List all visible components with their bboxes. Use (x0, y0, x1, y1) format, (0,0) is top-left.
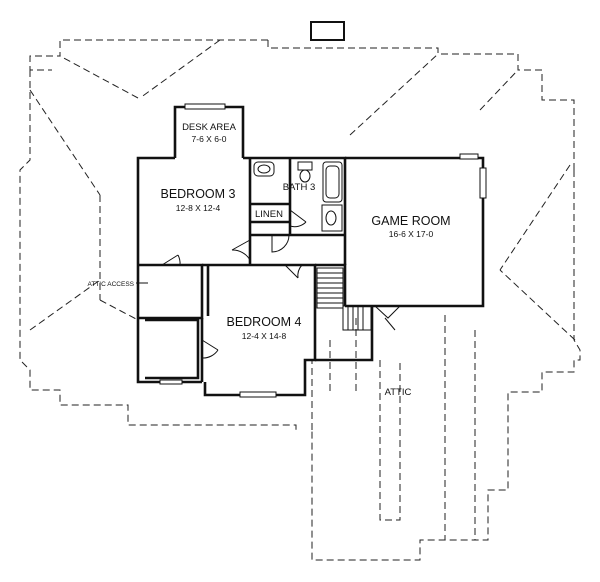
attic-access-label: ATTIC ACCESS (88, 281, 135, 288)
windows (159, 103, 487, 398)
toilet-icon (297, 161, 313, 171)
bedroom3-label: BEDROOM 3 (160, 187, 235, 201)
walls (136, 105, 485, 397)
vanity-icon (321, 204, 343, 232)
bath-fixtures (253, 161, 343, 232)
bathtub-icon (322, 161, 343, 203)
bedroom3-dims: 12-8 X 12-4 (176, 203, 221, 213)
bedroom4-label: BEDROOM 4 (226, 315, 301, 329)
desk-area-dims: 7-6 X 6-0 (192, 134, 227, 144)
doors (161, 209, 402, 359)
bath3-label: BATH 3 (283, 182, 316, 193)
attic-label: ATTIC (385, 387, 412, 398)
bedroom4-dims: 12-4 X 14-8 (242, 331, 287, 341)
linen-label: LINEN (255, 209, 283, 220)
game-room-dims: 16-6 X 17-0 (389, 229, 434, 239)
sink-icon (253, 161, 275, 177)
chimney (310, 21, 345, 41)
roof-outline (19, 39, 581, 561)
game-room-label: GAME ROOM (371, 214, 450, 228)
desk-area-label: DESK AREA (182, 122, 237, 133)
stairs (316, 267, 372, 331)
